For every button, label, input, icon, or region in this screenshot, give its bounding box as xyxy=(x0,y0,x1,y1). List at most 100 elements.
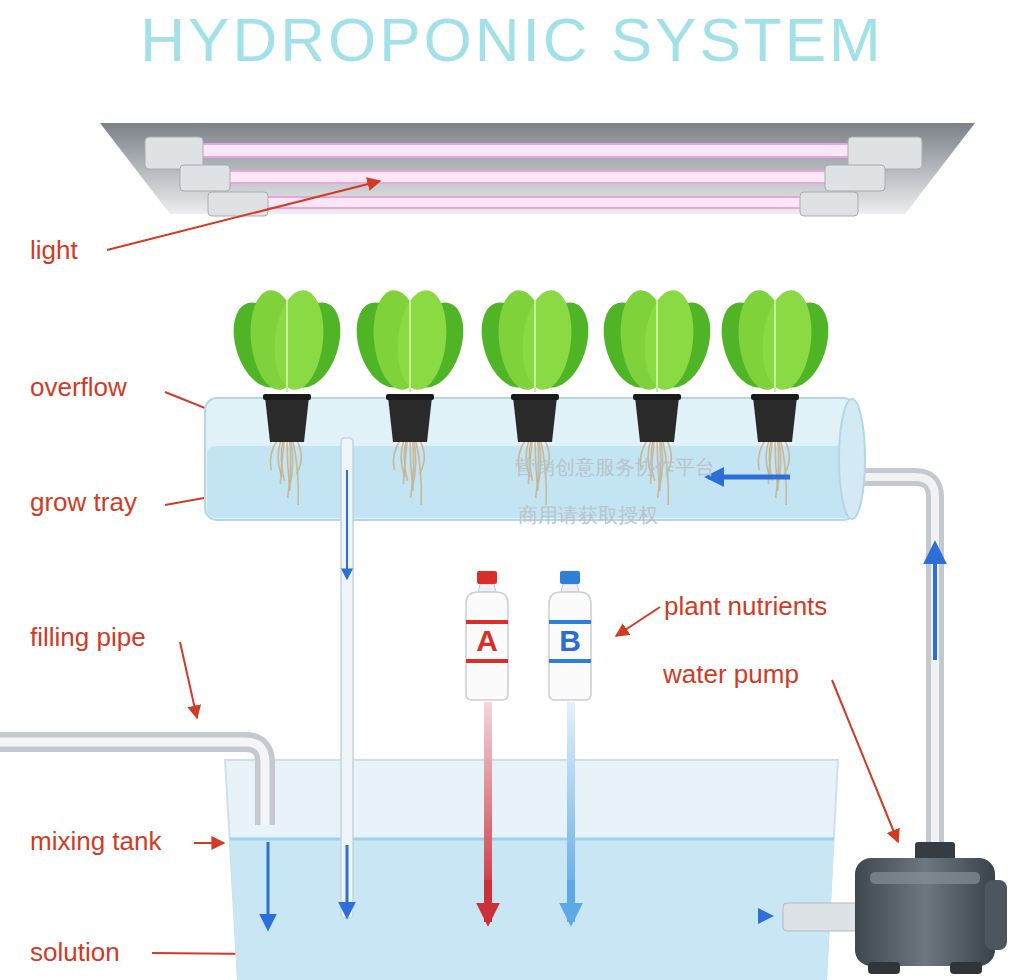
flow-arrow xyxy=(267,842,270,928)
leader-arrow xyxy=(832,680,898,842)
diagram-title: HYDROPONIC SYSTEM xyxy=(0,4,1024,75)
leader-arrow xyxy=(180,642,197,718)
mixing-tank xyxy=(225,760,838,980)
bottle-band xyxy=(549,620,591,624)
plant-roots xyxy=(758,438,766,470)
plant-roots xyxy=(403,438,407,484)
lettuce-leaves xyxy=(472,288,599,395)
leader-arrow xyxy=(616,607,660,636)
filling-pipe xyxy=(0,742,265,825)
plant-roots xyxy=(404,438,407,481)
nutrient-bottle: A xyxy=(462,570,512,702)
plant-roots xyxy=(777,438,780,488)
callout-label: light xyxy=(30,236,78,266)
flow-arrow xyxy=(708,475,790,480)
leader-arrow xyxy=(194,842,224,844)
pump-inlet xyxy=(783,903,861,931)
plant-roots xyxy=(783,438,789,474)
flow-arrow xyxy=(933,545,937,660)
bottle-cap xyxy=(477,571,497,584)
plant-roots xyxy=(295,438,301,474)
lettuce-leaves xyxy=(534,300,536,392)
lettuce-leaves xyxy=(409,300,411,392)
flow-arrow xyxy=(620,914,772,918)
nutrient-arrow xyxy=(484,880,492,922)
leader-arrow xyxy=(107,181,898,955)
plant-roots xyxy=(288,438,291,498)
plant-roots xyxy=(776,438,779,498)
bottle-letter-run: B xyxy=(559,624,581,657)
light-tube xyxy=(235,197,835,208)
callout-label: filling pipe xyxy=(30,623,146,653)
flow-arrow xyxy=(346,845,349,916)
net-pot xyxy=(635,397,679,442)
grow-tray xyxy=(205,398,855,520)
callout-label: water pump xyxy=(663,660,799,690)
pot-rim xyxy=(511,394,559,400)
bottle-letter-run: A xyxy=(476,624,498,657)
bottle-neck xyxy=(478,584,496,592)
watermark: 营销创意服务协作平台 xyxy=(515,456,715,479)
nutrient-arrow xyxy=(567,880,575,922)
lettuce-leaves xyxy=(774,300,776,392)
net-pot xyxy=(513,397,557,442)
lettuce-leaves xyxy=(224,288,351,395)
pump-foot xyxy=(950,962,982,974)
supply-pipe xyxy=(848,477,935,852)
bottle-letter: B xyxy=(545,624,595,658)
nutrient-bottle: B xyxy=(545,570,595,702)
tube-end-cap xyxy=(825,165,885,191)
pot-rim xyxy=(263,394,311,400)
pump-detail xyxy=(870,872,980,884)
bottle-band xyxy=(466,620,508,624)
tube-end-cap xyxy=(800,192,858,216)
lettuce-leaves xyxy=(286,300,288,392)
lettuce-leaves xyxy=(270,288,328,392)
pot-rim xyxy=(633,394,681,400)
water-surface xyxy=(230,838,834,841)
nutrient-stream xyxy=(484,702,492,902)
tube-end-cap xyxy=(848,137,922,169)
water-pump xyxy=(783,842,1007,974)
lettuce-leaves xyxy=(758,288,816,392)
pump-outlet xyxy=(915,842,955,860)
tube-end-cap xyxy=(180,165,230,191)
lettuce-leaves xyxy=(712,288,839,395)
pump-body xyxy=(855,858,995,966)
callout-label: overflow xyxy=(30,373,127,403)
supply-pipe xyxy=(848,477,935,852)
lettuce-plants xyxy=(224,288,839,505)
plant-roots xyxy=(393,438,424,505)
pump-foot xyxy=(868,962,900,974)
overflow-pipe xyxy=(341,438,353,918)
plant-roots xyxy=(393,438,401,470)
bottle-letter: A xyxy=(462,624,512,658)
plant-roots xyxy=(270,438,278,470)
grow-tray xyxy=(205,398,865,520)
plant-roots xyxy=(280,438,284,484)
callout-label: mixing tank xyxy=(30,827,162,857)
light-fixture xyxy=(100,123,975,216)
tube-end-cap xyxy=(145,137,922,216)
light-tube xyxy=(195,144,875,157)
leader-arrow xyxy=(107,181,380,250)
light-tube xyxy=(195,144,875,208)
callout-label: plant nutrients xyxy=(664,592,827,622)
mixing-tank xyxy=(225,760,838,980)
flow-arrow xyxy=(346,470,348,578)
watermark: 商用请获取授权 xyxy=(518,504,658,527)
plant-roots xyxy=(281,438,284,481)
plant-roots xyxy=(289,438,292,488)
nutrient-solution xyxy=(230,838,834,980)
lettuce-leaves xyxy=(594,288,721,395)
net-pot xyxy=(388,397,432,442)
callout-label: solution xyxy=(30,938,120,968)
lettuce-plant xyxy=(712,288,839,505)
plant-roots xyxy=(412,438,415,488)
pump-detail xyxy=(985,880,1007,950)
nutrient-stream xyxy=(567,702,575,902)
light-tube xyxy=(215,171,855,183)
bottle-cap xyxy=(560,571,580,584)
